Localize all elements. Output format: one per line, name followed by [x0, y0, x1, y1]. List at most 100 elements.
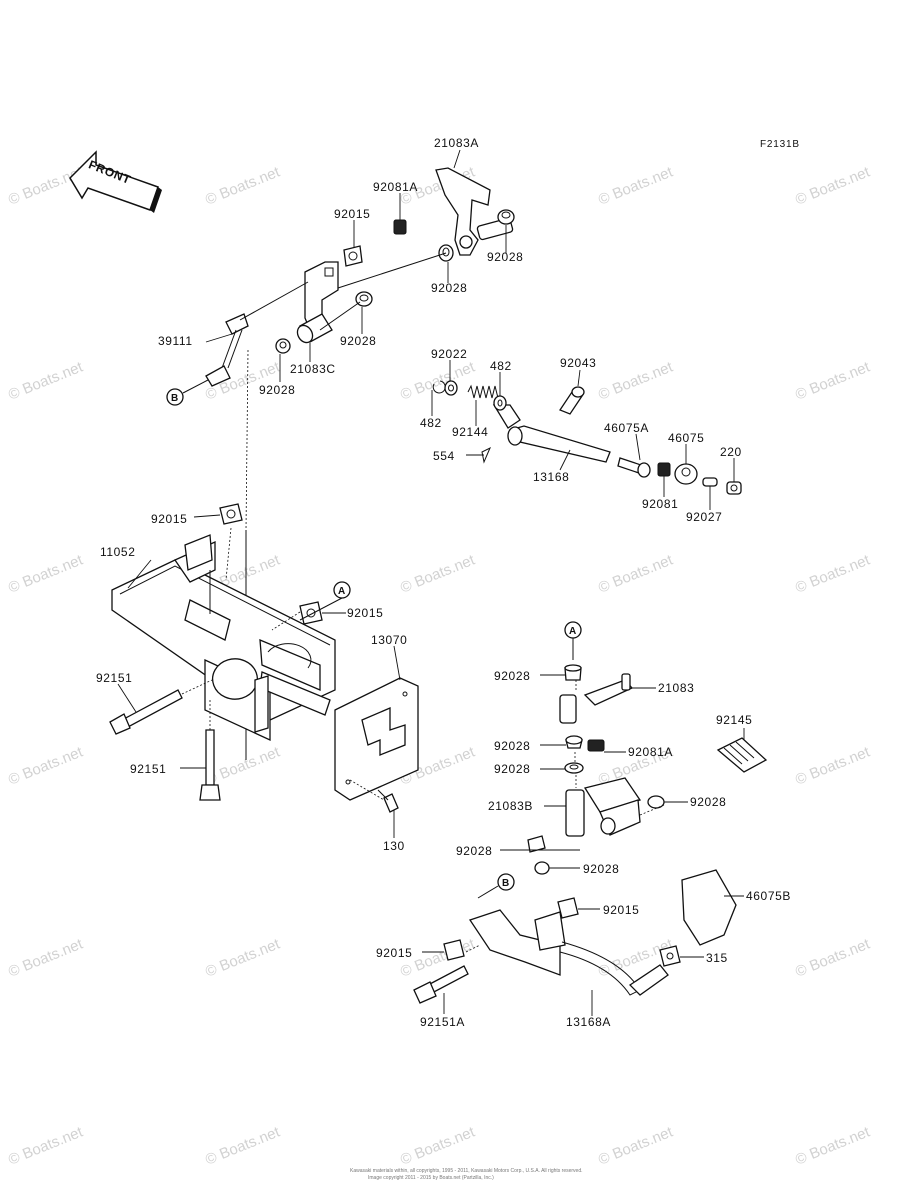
washer-92028-c	[564, 762, 584, 774]
watermark: © Boats.net	[793, 743, 873, 789]
part-label: 92015	[151, 512, 187, 526]
part-label: 46075B	[746, 889, 791, 903]
collar-92015-top	[343, 245, 363, 267]
lever-21083B	[565, 777, 642, 837]
watermark: © Boats.net	[398, 1123, 478, 1169]
bolt-92151-horizontal	[109, 689, 183, 735]
spring-92144	[467, 384, 499, 399]
part-label: 92081A	[373, 180, 418, 194]
bolt-130	[377, 789, 399, 813]
bolt-92151-vertical	[199, 729, 221, 801]
part-label: 39111	[158, 334, 193, 348]
part-label: 92015	[603, 903, 639, 917]
bushing-92028-rod	[275, 338, 291, 354]
watermark: © Boats.net	[793, 163, 873, 209]
bolt-46075A	[617, 457, 651, 478]
watermark: © Boats.net	[793, 358, 873, 404]
watermark: © Boats.net	[203, 935, 283, 981]
part-label: 11052	[100, 545, 135, 559]
part-label: 92028	[583, 862, 619, 876]
clip-482-b	[493, 395, 507, 411]
bushing-92028-a	[564, 664, 582, 681]
part-label: 92028	[487, 250, 523, 264]
part-label: 92028	[494, 739, 530, 753]
part-label: 92151	[130, 762, 166, 776]
part-label: 92022	[431, 347, 467, 361]
lever-21083	[559, 673, 634, 724]
knob-46075	[674, 463, 698, 485]
shaft-13168	[492, 404, 611, 463]
bolt-92043	[559, 386, 585, 415]
bushing-92028-left	[355, 291, 373, 307]
part-label: 92043	[560, 356, 596, 370]
nut-315	[659, 945, 681, 967]
connector-b-label: B	[502, 878, 509, 889]
watermark: © Boats.net	[6, 358, 86, 404]
frame-11052	[111, 534, 336, 742]
part-label: 130	[383, 839, 405, 853]
pin-92027	[702, 477, 718, 487]
watermark: © Boats.net	[793, 935, 873, 981]
part-label: 92028	[340, 334, 376, 348]
part-label: 13168	[533, 470, 569, 484]
part-label: 92015	[334, 207, 370, 221]
part-label: 92081	[642, 497, 678, 511]
watermark: © Boats.net	[6, 743, 86, 789]
watermark: © Boats.net	[793, 551, 873, 597]
washer-92022	[444, 380, 458, 396]
footer-copyright: Kawasaki materials within, all copyright…	[350, 1168, 583, 1174]
spring-92145	[716, 737, 768, 773]
plate-13070	[334, 677, 419, 801]
part-label: 21083A	[434, 136, 479, 150]
pipe-21083C	[296, 313, 333, 344]
part-label: 92028	[431, 281, 467, 295]
part-labels: 21083A 92081A 92015 92028 92028 92028 39…	[96, 136, 791, 1029]
part-label: 21083B	[488, 799, 533, 813]
front-arrow-icon: FRONT	[69, 150, 162, 213]
part-label: 92028	[494, 762, 530, 776]
part-label: 13070	[371, 633, 407, 647]
part-label: 21083	[658, 681, 694, 695]
part-label: 92081A	[628, 745, 673, 759]
part-label: 46075A	[604, 421, 649, 435]
clip-482-a	[432, 380, 446, 394]
part-label: 482	[420, 416, 442, 430]
watermark: © Boats.net	[596, 163, 676, 209]
nut-220	[726, 481, 742, 495]
watermark: © Boats.net	[203, 1123, 283, 1169]
spring-92081A-top	[393, 219, 407, 235]
bushing-92028-top-right	[497, 209, 515, 225]
watermark: © Boats.net	[793, 1123, 873, 1169]
nut-92015-frame-top	[219, 503, 243, 525]
connector-a-label: A	[569, 626, 576, 637]
connector-b-left: B	[166, 379, 209, 406]
watermark: © Boats.net	[6, 551, 86, 597]
connector-b-lower: B	[477, 873, 515, 899]
part-label: 21083C	[290, 362, 336, 376]
watermark: © Boats.net	[203, 743, 283, 789]
watermark: © Boats.net	[596, 1123, 676, 1169]
reference-code: F2131B	[760, 139, 800, 150]
watermark: © Boats.net	[596, 551, 676, 597]
connector-a-lower: A	[564, 621, 582, 660]
part-label: 92027	[686, 510, 722, 524]
part-label: 92028	[690, 795, 726, 809]
part-label: 92145	[716, 713, 752, 727]
part-label: 482	[490, 359, 512, 373]
nut-92015-lower-b	[443, 939, 465, 961]
connector-b-label: B	[171, 393, 178, 404]
part-label: 92028	[494, 669, 530, 683]
bushing-92028-d	[647, 795, 665, 809]
pin-554	[481, 446, 491, 464]
part-label: 92015	[376, 946, 412, 960]
bushing-92028-e	[527, 835, 546, 853]
pedal-13168A	[468, 909, 669, 996]
connector-a-upper: A	[299, 581, 351, 621]
watermark: © Boats.net	[203, 163, 283, 209]
part-label: 92151A	[420, 1015, 465, 1029]
watermark: © Boats.net	[398, 551, 478, 597]
watermark: © Boats.net	[6, 1123, 86, 1169]
part-label: 46075	[668, 431, 704, 445]
watermark: © Boats.net	[398, 358, 478, 404]
part-label: 92015	[347, 606, 383, 620]
